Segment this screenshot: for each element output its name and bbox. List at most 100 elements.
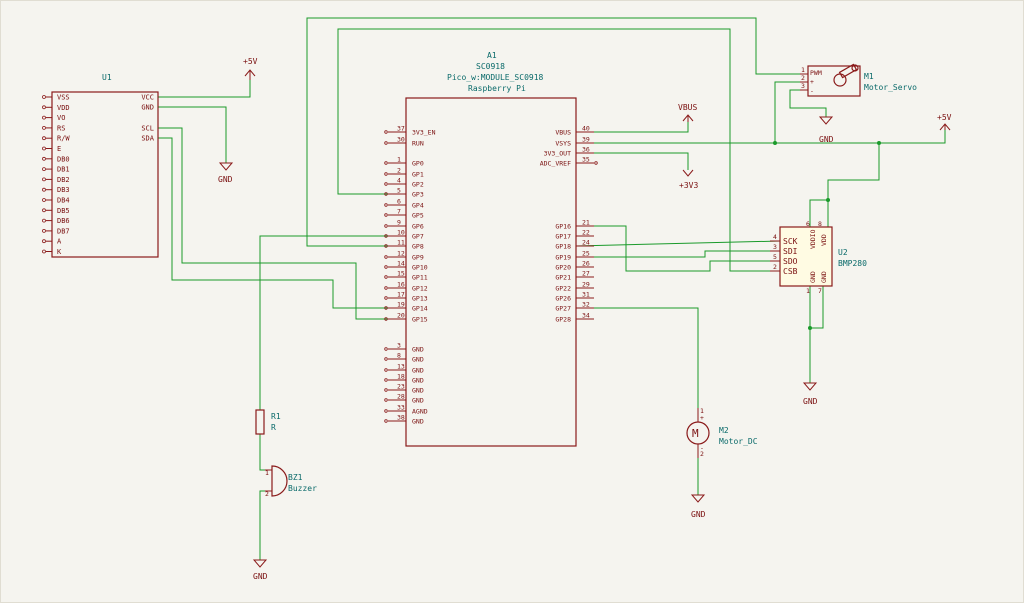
- m1-pin3: 3: [801, 82, 805, 90]
- u1-pin-a: A: [57, 238, 62, 246]
- m2-pin1: 1: [700, 407, 704, 415]
- buzzer-icon: [271, 465, 288, 497]
- a1-pin-vbus: VBUS: [555, 129, 571, 137]
- a1-pin-gp4: GP4: [412, 202, 424, 210]
- u1-lcd[interactable]: U1 VSSVDDVORSR/WEDB0DB1DB2DB3DB4DB5DB6DB…: [42, 73, 159, 258]
- r1-value: R: [271, 423, 276, 432]
- wire-gp18: [575, 240, 781, 247]
- a1-pin-num: 12: [397, 250, 405, 258]
- u1-pin-stub: [42, 146, 46, 151]
- a1-pin-gp5: GP5: [412, 212, 424, 220]
- a1-pin-stub: [384, 224, 388, 228]
- u1-pin-stub: [42, 198, 46, 202]
- a1-pin-gp18: GP18: [555, 243, 571, 251]
- bz1-buzzer[interactable]: 1 2 BZ1 Buzzer: [265, 465, 317, 498]
- power-gnd-buzzer: GND: [253, 572, 268, 581]
- motor-glyph: M: [692, 427, 699, 440]
- u1-pin-rs: RS: [57, 124, 65, 132]
- r1-resistor[interactable]: R1 R: [255, 409, 281, 435]
- power-5v-lcd: +5V: [243, 57, 258, 66]
- m2-value: Motor_DC: [719, 437, 758, 446]
- u1-pin-stub: [42, 228, 46, 233]
- a1-pin-gp0: GP0: [412, 160, 424, 168]
- wire-servo-pwm: [306, 17, 800, 247]
- a1-pin-gp1: GP1: [412, 171, 424, 179]
- m1-pin2: 2: [801, 74, 805, 82]
- power-3v3: +3V3: [679, 181, 698, 190]
- a1-pin-gp10: GP10: [412, 264, 428, 272]
- a1-pin-num: 30: [397, 136, 405, 144]
- u2-pin-num: 7: [818, 287, 822, 295]
- a1-pin-num: 10: [397, 229, 405, 237]
- wire-r1-bz: [259, 434, 265, 471]
- a1-pin-gp21: GP21: [555, 274, 571, 282]
- a1-pin-run: RUN: [412, 140, 424, 148]
- a1-pin-num: 8: [397, 352, 401, 360]
- m1-ref: M1: [864, 72, 874, 81]
- a1-pin-gp15: GP15: [412, 316, 428, 324]
- a1-pin-num: 6: [397, 198, 401, 206]
- a1-pin-stub: [594, 161, 598, 165]
- m2-minus: -: [700, 444, 704, 452]
- a1-pin-gnd: GND: [412, 418, 424, 426]
- u1-pin-stub: [42, 136, 46, 141]
- m1-servo[interactable]: 1 2 3 PWM + - M1 Motor_Servo: [800, 63, 917, 97]
- u2-value: BMP280: [838, 259, 867, 268]
- u1-pin-gnd: GND: [141, 104, 154, 112]
- u1-pin-stub: [42, 126, 46, 130]
- a1-pin-stub: [384, 378, 388, 382]
- a1-value: SC0918: [476, 62, 505, 71]
- m1-value: Motor_Servo: [864, 83, 917, 92]
- a1-pin-gnd: GND: [412, 397, 424, 405]
- m2-motor-dc[interactable]: M 1 2 + - M2 Motor_DC: [686, 407, 758, 458]
- u1-pin-db7: DB7: [57, 227, 70, 235]
- a1-pin-gnd: GND: [412, 356, 424, 364]
- wire-lcd-vcc: [158, 80, 251, 98]
- a1-pin-num: 38: [397, 414, 405, 422]
- u2-pin-num: 5: [773, 253, 777, 261]
- u2-pin-gnd2: GND: [820, 271, 828, 283]
- a1-pin-num: 11: [397, 239, 405, 247]
- a1-pin-num: 9: [397, 219, 401, 227]
- m2-plus: +: [700, 414, 704, 422]
- a1-pin-stub: [384, 398, 388, 402]
- wires: [158, 17, 946, 560]
- a1-pin-gp20: GP20: [555, 264, 571, 272]
- a1-pin-stub: [384, 141, 388, 145]
- a1-pin-num: 28: [397, 393, 405, 401]
- a1-pin-gnd: GND: [412, 387, 424, 395]
- a1-pin-gp7: GP7: [412, 233, 424, 241]
- a1-pin-gp28: GP28: [555, 316, 571, 324]
- a1-footprint: Pico_w:MODULE_SC0918: [447, 73, 544, 82]
- motor-icon: [686, 421, 710, 445]
- power-5v-right: +5V: [937, 113, 952, 122]
- power-symbols: +5V GND VBUS +3V3 +5V GND GND GND GND: [218, 57, 952, 581]
- a1-pin-num: 32: [582, 301, 590, 309]
- a1-pin-agnd: AGND: [412, 408, 428, 416]
- a1-pin-stub: [384, 388, 388, 392]
- u2-pin-num: 4: [773, 233, 777, 241]
- a1-pin-stub: [384, 234, 388, 238]
- u2-bmp280[interactable]: 4 3 5 2 SCK SDI SDO CSB 6 8 VDDIO VDD GN…: [770, 220, 867, 295]
- a1-pin-gnd: GND: [412, 367, 424, 375]
- wire-bmp-gnd: [809, 286, 824, 329]
- a1-pin-gp11: GP11: [412, 274, 428, 282]
- u1-pin-vdd: VDD: [57, 104, 70, 112]
- u2-pin-vdd: VDD: [820, 234, 828, 246]
- a1-pin-stub: [384, 306, 388, 310]
- a1-pin-gp16: GP16: [555, 223, 571, 231]
- a1-pin-num: 18: [397, 373, 405, 381]
- a1-pin-num: 1: [397, 156, 401, 164]
- a1-pin-stub: [384, 357, 388, 361]
- servo-icon: [833, 63, 859, 87]
- a1-pico[interactable]: A1 SC0918 Pico_w:MODULE_SC0918 Raspberry…: [384, 51, 598, 447]
- a1-pin-stub: [384, 419, 388, 423]
- a1-ref: A1: [487, 51, 497, 60]
- a1-pin-stub: [384, 244, 388, 248]
- a1-pin-num: 22: [582, 229, 590, 237]
- a1-pin-stub: [384, 296, 388, 300]
- a1-pin-num: 2: [397, 167, 401, 175]
- a1-pin-num: 4: [397, 177, 401, 185]
